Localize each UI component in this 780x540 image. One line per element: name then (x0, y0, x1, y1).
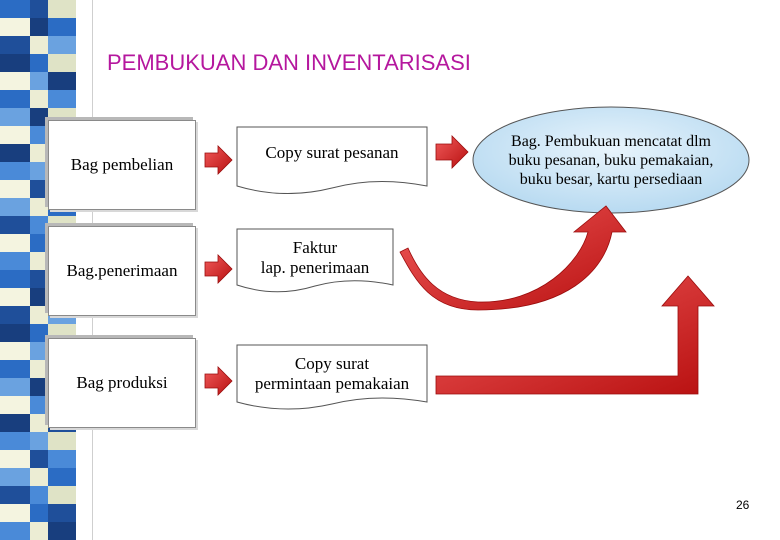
stripe-tile (0, 414, 30, 432)
stripe-tile (0, 180, 30, 198)
stripe-tile (0, 162, 30, 180)
stripe-tile (48, 0, 76, 18)
stripe-tile (30, 198, 48, 216)
dept-box-produksi: Bag produksi (48, 338, 196, 428)
stripe-tile (30, 18, 48, 36)
stripe-tile (48, 486, 76, 504)
pembukuan-ellipse: Bag. Pembukuan mencatat dlm buku pesanan… (472, 106, 750, 214)
stripe-tile (48, 504, 76, 522)
stripe-tile (30, 108, 48, 126)
stripe-tile (0, 324, 30, 342)
document-copy-surat-permintaan: Copy surat permintaan pemakaian (236, 344, 428, 410)
stripe-tile (30, 288, 48, 306)
stripe-tile (0, 450, 30, 468)
stripe-tile (30, 72, 48, 90)
stripe-tile (30, 234, 48, 252)
stripe-tile (30, 126, 48, 144)
document-label: Copy surat permintaan pemakaian (254, 354, 410, 393)
stripe-tile (0, 288, 30, 306)
arrow-right-icon (435, 135, 469, 169)
stripe-tile (48, 54, 76, 72)
stripe-tile (0, 468, 30, 486)
stripe-tile (0, 378, 30, 396)
document-shape (236, 228, 394, 293)
stripe-tile (30, 324, 48, 342)
document-shape (236, 126, 428, 194)
stripe-tile (30, 360, 48, 378)
dept-box-pembelian: Bag pembelian (48, 120, 196, 210)
stripe-tile (48, 450, 76, 468)
stripe-tile (30, 0, 48, 18)
stripe-tile (0, 486, 30, 504)
document-faktur: Faktur lap. penerimaan (236, 228, 394, 294)
page-number: 26 (736, 498, 750, 512)
arrow-right-icon (204, 366, 233, 396)
stripe-tile (30, 162, 48, 180)
stripe-tile (30, 378, 48, 396)
stripe-tile (30, 486, 48, 504)
stripe-tile (0, 126, 30, 144)
stripe-tile (30, 216, 48, 234)
stripe-tile (0, 342, 30, 360)
stripe-tile (30, 180, 48, 198)
stripe-tile (30, 90, 48, 108)
arrow-right-icon (204, 254, 233, 284)
stripe-tile (0, 144, 30, 162)
stripe-tile (0, 198, 30, 216)
stripe-tile (0, 54, 30, 72)
stripe-tile (0, 108, 30, 126)
document-shape (236, 344, 428, 410)
stripe-tile (48, 324, 76, 342)
stripe-tile (0, 216, 30, 234)
stripe-tile (30, 522, 48, 540)
stripe-tile (0, 504, 30, 522)
stripe-tile (0, 252, 30, 270)
stripe-tile (0, 72, 30, 90)
stripe-tile (30, 252, 48, 270)
stripe-tile (0, 432, 30, 450)
stripe-tile (0, 360, 30, 378)
stripe-tile (30, 342, 48, 360)
stripe-tile (48, 522, 76, 540)
stripe-tile (48, 468, 76, 486)
stripe-tile (48, 72, 76, 90)
stripe-tile (48, 36, 76, 54)
stripe-tile (30, 54, 48, 72)
stripe-tile (30, 144, 48, 162)
stripe-tile (0, 36, 30, 54)
slide-title: PEMBUKUAN DAN INVENTARISASI (107, 50, 471, 75)
stripe-tile (30, 306, 48, 324)
stripe-tile (48, 18, 76, 36)
ellipse-label: Bag. Pembukuan mencatat dlm buku pesanan… (508, 132, 714, 188)
arrow-right-icon (204, 145, 233, 175)
document-label: Faktur lap. penerimaan (260, 238, 370, 277)
curved-arrow-icon (399, 205, 627, 311)
stripe-tile (30, 36, 48, 54)
stripe-tile (30, 504, 48, 522)
stripe-tile (30, 396, 48, 414)
stripe-tile (48, 90, 76, 108)
stripe-tile (0, 0, 30, 18)
stripe-tile (30, 270, 48, 288)
stripe-tile (0, 396, 30, 414)
stripe-tile (30, 450, 48, 468)
stripe-tile (0, 90, 30, 108)
stripe-tile (0, 270, 30, 288)
stripe-tile (30, 468, 48, 486)
stripe-tile (48, 432, 76, 450)
document-label: Copy surat pesanan (265, 143, 399, 162)
stripe-tile (0, 18, 30, 36)
stripe-tile (0, 306, 30, 324)
stripe-tile (30, 414, 48, 432)
stripe-tile (0, 234, 30, 252)
stripe-tile (30, 432, 48, 450)
dept-box-penerimaan: Bag.penerimaan (48, 226, 196, 316)
elbow-arrow-icon (435, 275, 715, 395)
document-copy-surat-pesanan: Copy surat pesanan (236, 126, 428, 194)
stripe-tile (0, 522, 30, 540)
